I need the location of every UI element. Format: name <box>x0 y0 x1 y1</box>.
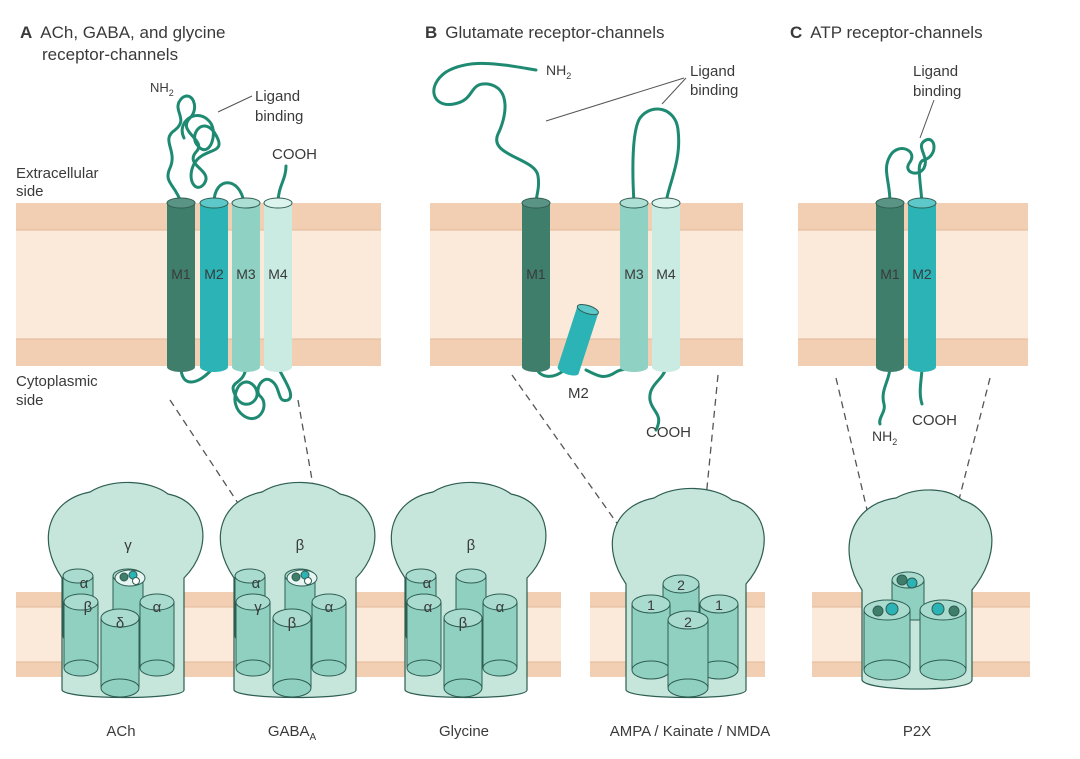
glycine-subunit-4: β <box>459 615 468 632</box>
channel-label-glycine: Glycine <box>439 723 489 740</box>
channel-label-glutamate: AMPA / Kainate / NMDA <box>610 723 771 740</box>
segment-label-b-m4: M4 <box>656 266 676 282</box>
channel-label-ach: ACh <box>106 723 135 740</box>
panel-c-nh2-label: NH2 <box>872 428 897 447</box>
panel-c-title-text: ATP receptor-channels <box>810 23 982 42</box>
panel-c-title: C ATP receptor-channels <box>790 23 983 42</box>
panel-c-ligand-line1: Ligand <box>913 63 958 80</box>
panel-a-title-line1: A ACh, GABA, and glycine <box>20 23 226 42</box>
panel-b-nh2-label: NH2 <box>546 62 571 81</box>
panel-a-title-line2: receptor-channels <box>42 45 178 64</box>
ach-subunit-2: β <box>84 599 93 616</box>
channel-p2x <box>848 489 993 690</box>
panel-a-ligand-line2: binding <box>255 108 303 125</box>
panel-a-title-text: ACh, GABA, and glycine <box>40 23 225 42</box>
ach-top-subunit: γ <box>124 537 132 554</box>
channel-glutamate: 2 1 1 2 <box>611 487 765 699</box>
membrane-segments-a <box>166 197 293 372</box>
segment-label-a-m1: M1 <box>171 266 191 282</box>
glutamate-subunit-4: 2 <box>684 614 692 630</box>
segment-label-c-m2: M2 <box>912 266 932 282</box>
segment-label-a-m3: M3 <box>236 266 256 282</box>
panel-b-ligand-pointer-1 <box>545 77 685 122</box>
segment-label-b-m1: M1 <box>526 266 546 282</box>
panel-c-letter: C <box>790 23 802 42</box>
glutamate-subunit-3: 1 <box>715 597 723 613</box>
segment-label-b-m3: M3 <box>624 266 644 282</box>
panel-b-ligand-line1: Ligand <box>690 63 735 80</box>
panel-b-m2-label: M2 <box>568 385 589 402</box>
segment-label-a-m4: M4 <box>268 266 288 282</box>
glutamate-subunit-2: 1 <box>647 597 655 613</box>
panel-c-ligand-pointer <box>919 99 935 139</box>
panel-a-cooh-label: COOH <box>272 146 317 163</box>
glycine-subunit-2: α <box>424 599 433 616</box>
glycine-subunit-1: α <box>423 575 432 592</box>
gaba-subunit-3: α <box>325 599 334 616</box>
panel-b-title: B Glutamate receptor-channels <box>425 23 665 42</box>
channel-gaba-a: β α γ α β <box>219 481 376 699</box>
panel-c-cooh-label: COOH <box>912 412 957 429</box>
glycine-top-subunit: β <box>467 537 476 554</box>
membrane-segments-b <box>521 197 681 376</box>
panel-b-ligand-line2: binding <box>690 82 738 99</box>
panel-b-title-text: Glutamate receptor-channels <box>445 23 664 42</box>
channel-label-p2x: P2X <box>903 723 931 740</box>
panel-a-nh2-label: NH2 <box>150 80 174 98</box>
segment-label-c-m1: M1 <box>880 266 900 282</box>
panel-a-ligand-pointer <box>217 95 253 113</box>
extracellular-label-line1: Extracellular <box>16 165 99 182</box>
channel-ach: γ α β α δ <box>47 481 204 699</box>
gaba-subunit-2: γ <box>254 599 262 616</box>
glutamate-subunit-1: 2 <box>677 577 685 593</box>
ach-subunit-3: α <box>153 599 162 616</box>
channel-label-gaba: GABAA <box>268 723 317 743</box>
panel-a-ligand-line1: Ligand <box>255 88 300 105</box>
extracellular-label-line2: side <box>16 183 44 200</box>
membrane-a-top <box>16 203 381 366</box>
gaba-subunit-1: α <box>252 575 261 592</box>
panel-b-cooh-label: COOH <box>646 424 691 441</box>
cytoplasmic-label-line1: Cytoplasmic <box>16 373 98 390</box>
gaba-top-subunit: β <box>296 537 305 554</box>
channel-glycine: β α α α β <box>390 481 547 699</box>
panel-b-ligand-pointer-2 <box>661 77 687 105</box>
ach-subunit-1: α <box>80 575 89 592</box>
panel-b-letter: B <box>425 23 437 42</box>
membrane-segments-c <box>875 197 937 372</box>
cytoplasmic-label-line2: side <box>16 392 44 409</box>
panel-a-letter: A <box>20 23 32 42</box>
glycine-subunit-3: α <box>496 599 505 616</box>
segment-label-a-m2: M2 <box>204 266 224 282</box>
panel-c-ligand-line2: binding <box>913 83 961 100</box>
ach-subunit-4: δ <box>116 615 124 632</box>
gaba-subunit-4: β <box>288 615 297 632</box>
